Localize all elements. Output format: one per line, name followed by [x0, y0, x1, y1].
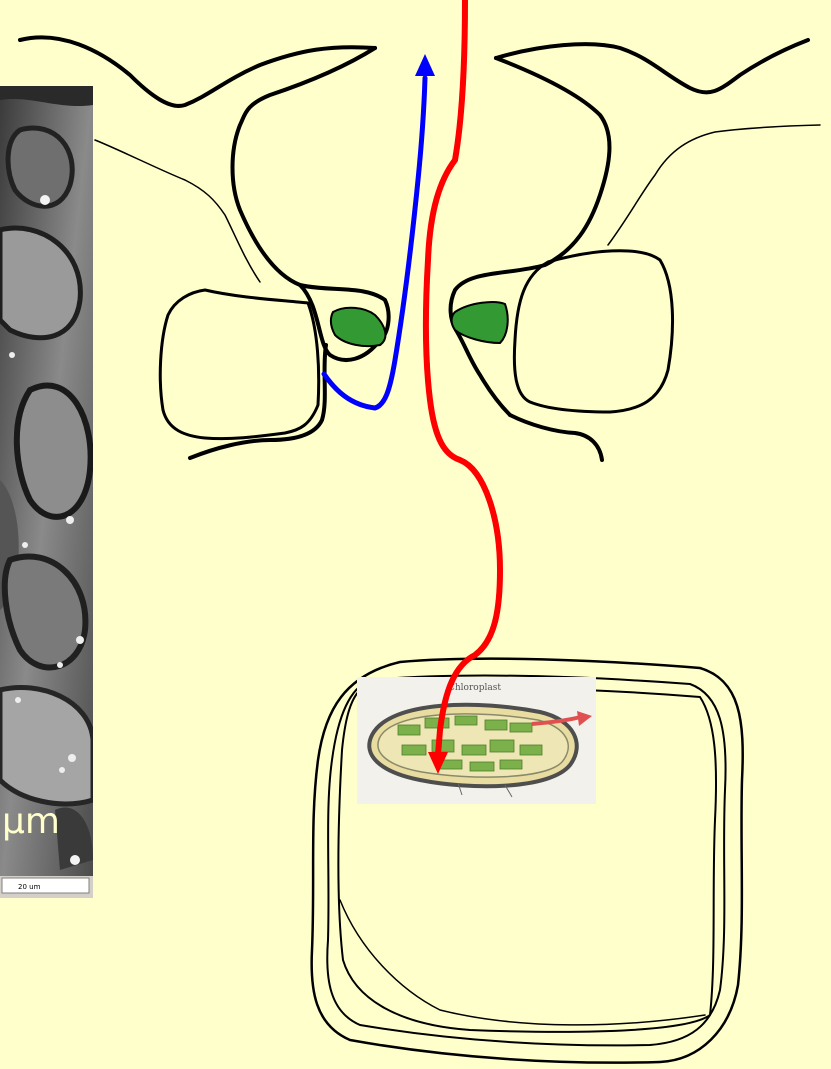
- cuticle-left: [95, 140, 260, 282]
- chloroplast-inset: Chloroplast: [357, 677, 596, 804]
- epidermis-right-inner: [451, 58, 610, 330]
- micrograph-scale-text: μm: [2, 801, 60, 842]
- epidermis-right-outer: [496, 40, 808, 92]
- micrograph-scale-bar: 20 um: [0, 876, 93, 898]
- guard-chloroplast-left: [331, 308, 385, 346]
- stomatal-cross-section: [20, 37, 820, 460]
- epidermis-left-inner: [233, 48, 389, 340]
- chloroplast-inset-title: Chloroplast: [448, 683, 501, 693]
- o2-arrowhead: [415, 54, 435, 76]
- micrograph-image: μm 20 um: [0, 86, 93, 898]
- lower-epidermis-left: [190, 345, 326, 458]
- mesophyll-cell-right: [514, 251, 672, 412]
- mesophyll-cell-left: [160, 290, 318, 439]
- cell-wall-trace: [340, 900, 705, 1025]
- guard-cell-right: [456, 330, 510, 415]
- co2-path-arrow: [426, 0, 500, 755]
- scale-bar-label: 20 um: [18, 883, 41, 891]
- cuticle-right: [608, 125, 820, 245]
- lower-epidermis-right: [510, 415, 602, 460]
